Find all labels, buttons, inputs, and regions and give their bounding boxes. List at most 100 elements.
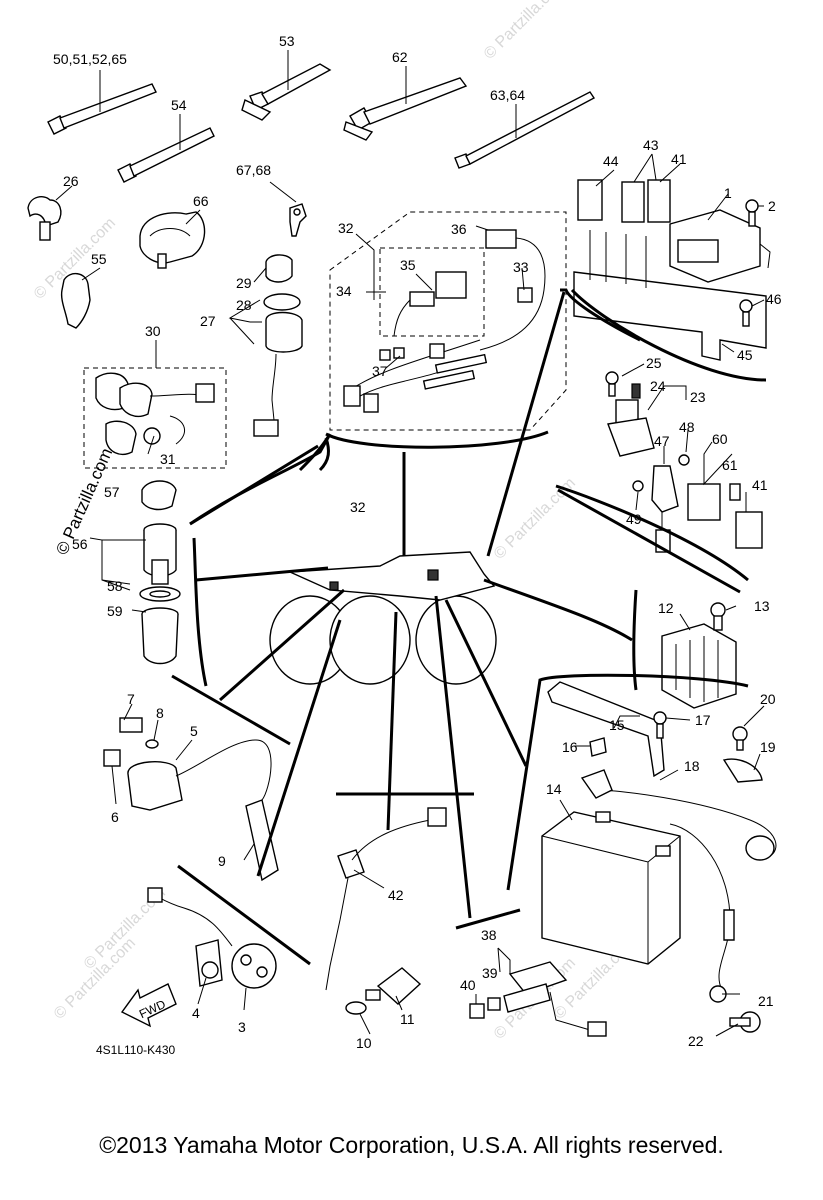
starter-relay-23: [605, 371, 655, 457]
label-31: 31: [160, 451, 176, 467]
label-24: 24: [650, 378, 666, 394]
region-outlines: [171, 288, 767, 966]
label-12: 12: [658, 600, 674, 616]
label-19: 19: [760, 739, 776, 755]
label-47: 47: [654, 433, 670, 449]
label-13: 13: [754, 598, 770, 614]
label-41: 41: [671, 151, 687, 167]
screw-20: [732, 726, 748, 751]
label-6: 6: [111, 809, 119, 825]
label-23: 23: [690, 389, 706, 405]
label-18: 18: [684, 758, 700, 774]
label-5: 5: [190, 723, 198, 739]
label-7: 7: [127, 691, 135, 707]
label-42: 42: [388, 887, 404, 903]
cable-tie-62: [343, 77, 468, 141]
cable-18: [580, 769, 777, 861]
label-37: 37: [372, 363, 388, 379]
relay-43: [621, 181, 645, 223]
label-38: 38: [481, 927, 497, 943]
label-61: 61: [722, 457, 738, 473]
label-66: 66: [193, 193, 209, 209]
label-63: 63,64: [490, 87, 525, 103]
vehicle-outline: [269, 551, 497, 685]
fwd-arrow-icon: FWD: [120, 983, 177, 1028]
rectifier-12: [661, 602, 737, 709]
bolt-48: [678, 454, 690, 466]
label-4: 4: [192, 1005, 200, 1021]
copyright-notice: ©2013 Yamaha Motor Corporation, U.S.A. A…: [99, 1132, 724, 1158]
label-60: 60: [712, 431, 728, 447]
fuse-61: [729, 483, 741, 501]
cable-tie-54: [117, 127, 215, 183]
label-16: 16: [562, 739, 578, 755]
harness-30: [83, 367, 227, 469]
label-33: 33: [513, 259, 529, 275]
cover-59: [141, 607, 179, 665]
pointer-lines: [55, 50, 765, 1037]
damper-16: [589, 737, 607, 757]
label-15: 15: [609, 717, 625, 733]
label-58: 58: [107, 578, 123, 594]
label-45: 45: [737, 347, 753, 363]
label-28: 28: [236, 297, 252, 313]
bolt-46: [739, 299, 753, 327]
washer-10: [345, 1001, 367, 1015]
label-39: 39: [482, 965, 498, 981]
cover-19: [722, 758, 763, 783]
bolt-4: [201, 961, 219, 979]
bracket-45: [573, 230, 767, 361]
label-26: 26: [63, 173, 79, 189]
relay-41: [647, 179, 671, 223]
label-25: 25: [646, 355, 662, 371]
label-50: 50,51,52,65: [53, 51, 127, 67]
label-32: 32: [338, 220, 354, 236]
clip-49: [632, 480, 644, 492]
fuse-40: [469, 1003, 485, 1019]
cable-tie-53: [241, 63, 332, 121]
relay-41b: [735, 511, 763, 549]
ignition-coil-5: [103, 717, 272, 811]
sensor-11: [365, 967, 422, 1005]
label-57: 57: [104, 484, 120, 500]
sensor-42: [325, 807, 447, 991]
fuse-box-38: [503, 961, 607, 1037]
label-21: 21: [758, 993, 774, 1009]
cable-tie-63: [454, 91, 596, 169]
label-34: 34: [336, 283, 352, 299]
label-43: 43: [643, 137, 659, 153]
label-9: 9: [218, 853, 226, 869]
label-2: 2: [768, 198, 776, 214]
drawing-code: 4S1L110-K430: [96, 1043, 176, 1057]
label-30: 30: [145, 323, 161, 339]
nut-58: [139, 586, 181, 602]
socket-56: [143, 523, 177, 585]
label-54: 54: [171, 97, 187, 113]
label-56: 56: [72, 536, 88, 552]
label-11: 11: [400, 1011, 415, 1027]
label-36: 36: [451, 221, 467, 237]
cable-21: [669, 823, 735, 1003]
ecu-1: [669, 209, 771, 283]
label-10: 10: [356, 1035, 372, 1051]
label-41b: 41: [752, 477, 768, 493]
label-35: 35: [400, 257, 416, 273]
label-27: 27: [200, 313, 216, 329]
label-48: 48: [679, 419, 695, 435]
label-32b: 32: [350, 499, 366, 515]
cable-tie-50: [47, 83, 157, 135]
relay-44: [577, 179, 603, 221]
label-55: 55: [91, 251, 107, 267]
fuse-39: [487, 997, 501, 1011]
plug-cap-9: [245, 799, 279, 882]
label-14: 14: [546, 781, 562, 797]
label-67: 67,68: [236, 162, 271, 178]
label-46: 46: [766, 291, 782, 307]
battery-14: [541, 811, 681, 965]
sensor-47: [651, 465, 679, 553]
label-29: 29: [236, 275, 252, 291]
watermark-faint: © Partzilla.com: [481, 0, 569, 63]
label-20: 20: [760, 691, 776, 707]
clamp-66: [139, 211, 206, 269]
